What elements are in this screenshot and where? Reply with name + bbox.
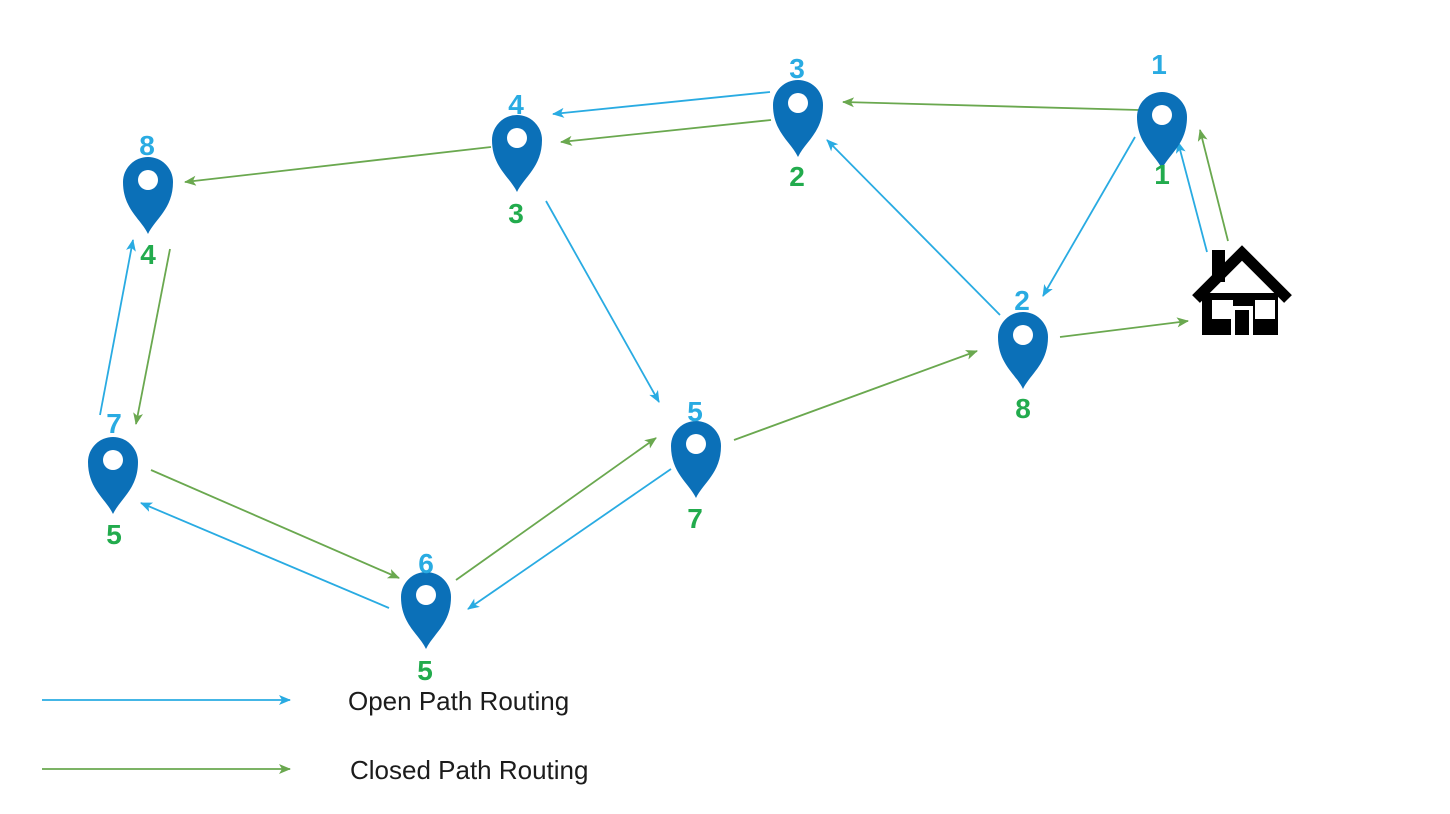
closed-order-label-n5: 7 [687,503,703,534]
map-pin-n2: 28 [998,285,1048,424]
closed-order-label-n8: 4 [140,239,156,270]
map-pin-icon [671,421,721,498]
closed-path-arrow-home-n1 [1197,129,1229,242]
closed-order-label-n2: 8 [1015,393,1031,424]
map-pin-icon [773,79,823,157]
closed-order-label-n1: 1 [1154,159,1170,190]
open-path-arrow-n3-n4 [552,91,771,118]
map-pin-icon [492,115,542,192]
open-path-arrow-n6-n7 [140,502,390,609]
legend: Open Path Routing Closed Path Routing [42,686,588,785]
open-path-arrow-n7-n8 [99,239,136,416]
map-pin-hole [1013,325,1033,345]
open-order-label-n7: 7 [106,408,122,439]
closed-order-label-n3: 2 [789,161,805,192]
map-pin-icon [1137,92,1187,169]
open-order-label-n4: 4 [508,89,524,120]
open-path-arrows [99,91,1208,610]
closed-path-arrow-n3-n4 [560,119,772,146]
closed-order-label-n6: 5 [417,655,433,686]
open-order-label-n6: 6 [418,548,434,579]
open-path-arrow-home-n1 [1175,141,1208,253]
open-order-label-n8: 8 [139,130,155,161]
closed-order-label-n4: 3 [508,198,524,229]
map-pin-hole [686,434,706,454]
closed-path-arrow-n8-n7 [133,248,171,425]
map-pin-icon [401,572,451,649]
map-pin-hole [788,93,808,113]
open-path-arrow-n2-n3 [826,139,1001,316]
open-path-arrow-n1-n2 [1042,136,1136,297]
closed-path-arrows [133,97,1229,581]
map-pin-n8: 84 [123,130,173,270]
legend-closed-label: Closed Path Routing [350,755,588,785]
map-pin-n5: 57 [671,396,721,534]
home-icon [1192,245,1292,335]
map-pin-hole [1152,105,1172,125]
map-pin-n7: 75 [88,408,138,550]
map-pin-icon [88,437,138,514]
map-pin-n4: 43 [492,89,542,229]
open-order-label-n3: 3 [789,53,805,84]
legend-open-label: Open Path Routing [348,686,569,716]
closed-order-label-n7: 5 [106,519,122,550]
map-pin-n3: 32 [773,53,823,192]
map-pin-n6: 65 [401,548,451,686]
closed-path-arrow-n4-n8 [184,146,492,186]
map-pin-hole [416,585,436,605]
map-pin-hole [138,170,158,190]
closed-path-arrow-n2-home [1059,317,1189,338]
open-order-label-n5: 5 [687,396,703,427]
map-pin-n1: 11 [1137,49,1187,190]
open-path-arrow-n4-n5 [545,200,660,403]
open-order-label-n1: 1 [1151,49,1167,80]
map-pin-icon [998,312,1048,389]
closed-path-arrow-n5-n2 [733,350,978,441]
map-pin-icon [123,157,173,234]
closed-path-arrow-n6-n5 [455,437,657,581]
map-pin-hole [103,450,123,470]
map-pin-hole [507,128,527,148]
closed-path-arrow-n7-n6 [150,469,400,579]
open-order-label-n2: 2 [1014,285,1030,316]
closed-path-arrow-n1-n3 [842,97,1140,111]
open-path-arrow-n5-n6 [467,468,672,610]
